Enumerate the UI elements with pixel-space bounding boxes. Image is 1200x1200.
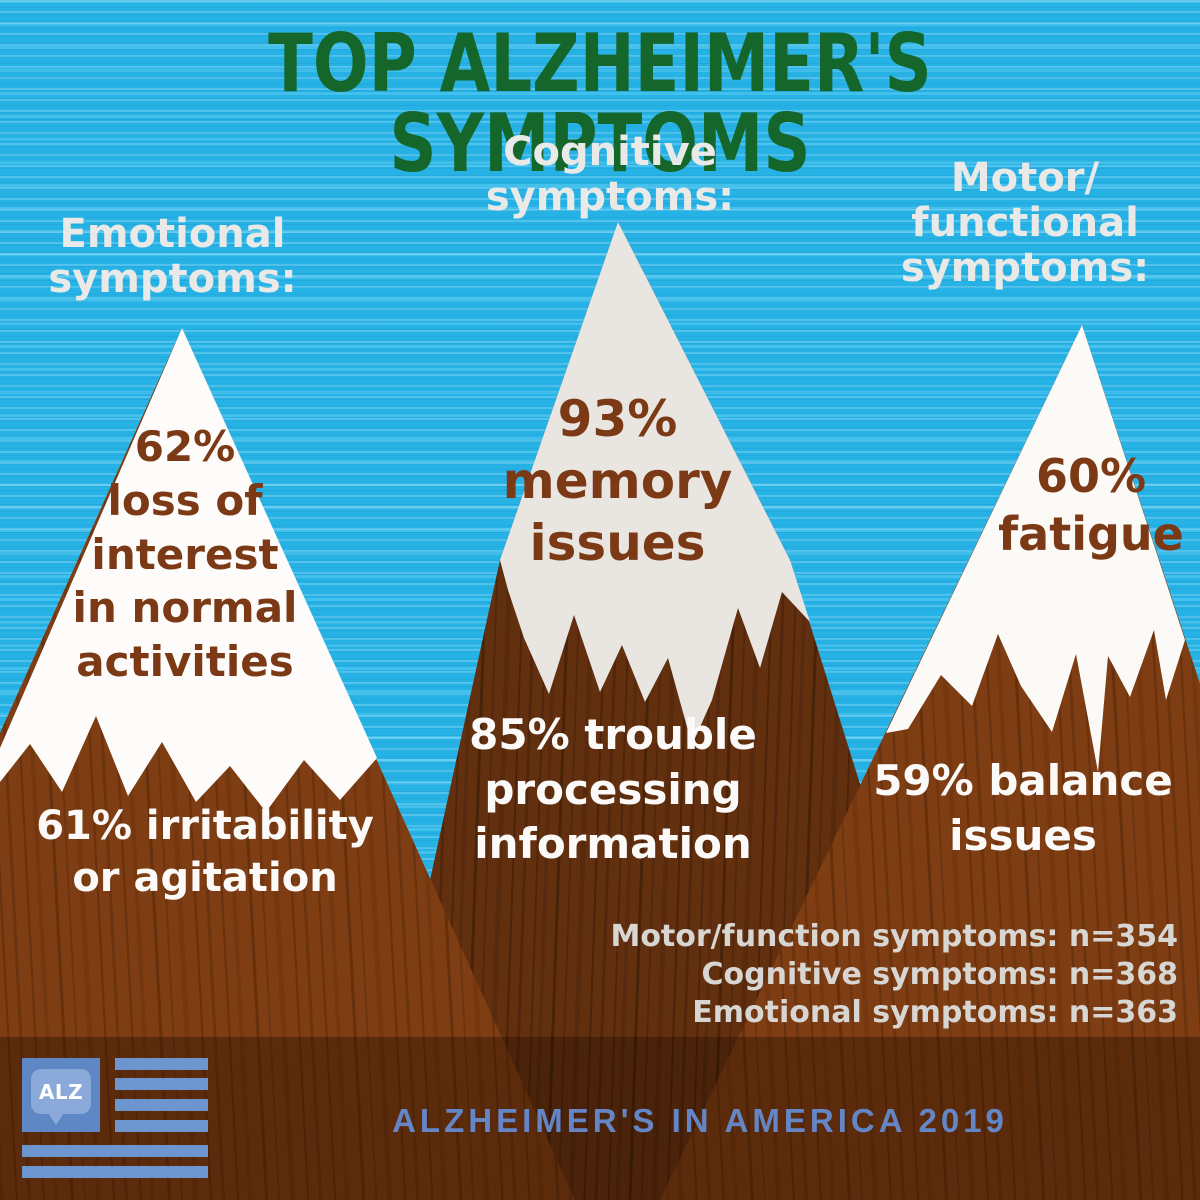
flag-stripe (115, 1099, 208, 1111)
stat-processing-information: 85% trouble processing information (469, 710, 757, 869)
footer-title: ALZHEIMER'S IN AMERICA 2019 (392, 1102, 1008, 1139)
flag-canton: ALZ (22, 1058, 100, 1132)
flag-stripe (115, 1058, 208, 1070)
stat-loss-of-interest: 62% loss of interest in normal activitie… (72, 422, 298, 686)
page-title-text: TOP ALZHEIMER'S SYMPTOMS (268, 17, 932, 190)
alz-flag-logo: ALZ (22, 1058, 208, 1180)
stat-irritability: 61% irritability or agitation (36, 803, 374, 901)
center-mountain-snowcap (500, 222, 810, 745)
stat-fatigue: 60% fatigue (998, 449, 1184, 561)
sample-size-footnotes: Motor/function symptoms: n=354 Cognitive… (558, 918, 1178, 1032)
flag-stripe (115, 1078, 208, 1090)
logo-text: ALZ (38, 1079, 84, 1104)
flag-stripe (22, 1145, 208, 1157)
footnote-emotional: Emotional symptoms: n=363 (692, 995, 1178, 1031)
page-title: TOP ALZHEIMER'S SYMPTOMS (0, 24, 1200, 184)
motor-functional-symptoms-label: Motor/ functional symptoms: (900, 155, 1150, 291)
speech-bubble-tail (48, 1113, 64, 1125)
emotional-symptoms-label: Emotional symptoms: (48, 211, 297, 302)
stat-balance-issues: 59% balance issues (873, 756, 1173, 860)
flag-stripe (22, 1166, 208, 1178)
footnote-motor: Motor/function symptoms: n=354 (610, 919, 1178, 954)
footnote-cognitive: Cognitive symptoms: n=368 (701, 957, 1178, 993)
cognitive-symptoms-label: Cognitive symptoms: (485, 129, 735, 220)
left-mountain-snowcap (0, 328, 377, 812)
speech-bubble-icon: ALZ (31, 1069, 91, 1114)
flag-stripe (115, 1120, 208, 1132)
right-mountain-snowcap (886, 325, 1185, 772)
stat-memory-issues: 93% memory issues (502, 390, 733, 572)
